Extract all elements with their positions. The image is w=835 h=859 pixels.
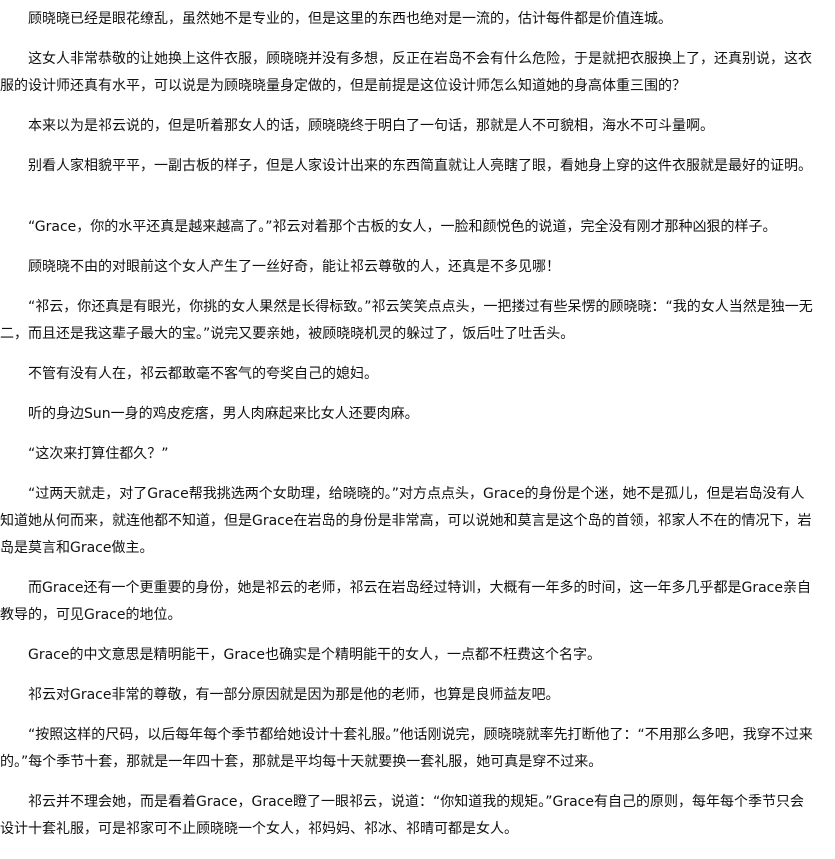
- paragraph: 听的身边Sun一身的鸡皮疙瘩，男人肉麻起来比女人还要肉麻。: [28, 406, 419, 422]
- paragraph: 别看人家相貌平平，一副古板的样子，但是人家设计出来的东西简直就让人亮瞎了眼，看她…: [28, 158, 812, 174]
- paragraph: 顾晓晓不由的对眼前这个女人产生了一丝好奇，能让祁云尊敬的人，还真是不多见哪！: [28, 259, 560, 275]
- paragraph: “按照这样的尺码，以后每年每个季节都给她设计十套礼服。”他话刚说完，顾晓晓就率先…: [0, 727, 813, 770]
- paragraph: 祁云并不理会她，而是看着Grace，Grace瞪了一眼祁云，说道：“你知道我的规…: [0, 794, 804, 837]
- paragraph: 这女人非常恭敬的让她换上这件衣服，顾晓晓并没有多想，反正在岩岛不会有什么危险，于…: [0, 51, 812, 94]
- paragraph: 而Grace还有一个更重要的身份，她是祁云的老师，祁云在岩岛经过特训，大概有一年…: [0, 580, 811, 623]
- paragraph: “这次来打算住都久？”: [28, 446, 169, 462]
- article-body: 顾晓晓已经是眼花缭乱，虽然她不是专业的，但是这里的东西也绝对是一流的，估计每件都…: [0, 11, 815, 837]
- paragraph: “祁云，你还真是有眼光，你挑的女人果然是长得标致。”祁云笑笑点点头，一把搂过有些…: [0, 299, 813, 342]
- paragraph: Grace的中文意思是精明能干，Grace也确实是个精明能干的女人，一点都不枉费…: [28, 647, 601, 663]
- paragraph: “过两天就走，对了Grace帮我挑选两个女助理，给晓晓的。”对方点点头，Grac…: [0, 486, 812, 556]
- paragraph: 本来以为是祁云说的，但是听着那女人的话，顾晓晓终于明白了一句话，那就是人不可貌相…: [28, 118, 714, 134]
- paragraph: “Grace，你的水平还真是越来越高了。”祁云对着那个古板的女人，一脸和颜悦色的…: [28, 219, 777, 235]
- blank-paragraph: [0, 193, 815, 214]
- paragraph: 祁云对Grace非常的尊敬，有一部分原因就是因为那是他的老师，也算是良师益友吧。: [28, 687, 560, 703]
- paragraph: 顾晓晓已经是眼花缭乱，虽然她不是专业的，但是这里的东西也绝对是一流的，估计每件都…: [28, 11, 672, 27]
- paragraph: 不管有没有人在，祁云都敢毫不客气的夸奖自己的媳妇。: [28, 366, 378, 382]
